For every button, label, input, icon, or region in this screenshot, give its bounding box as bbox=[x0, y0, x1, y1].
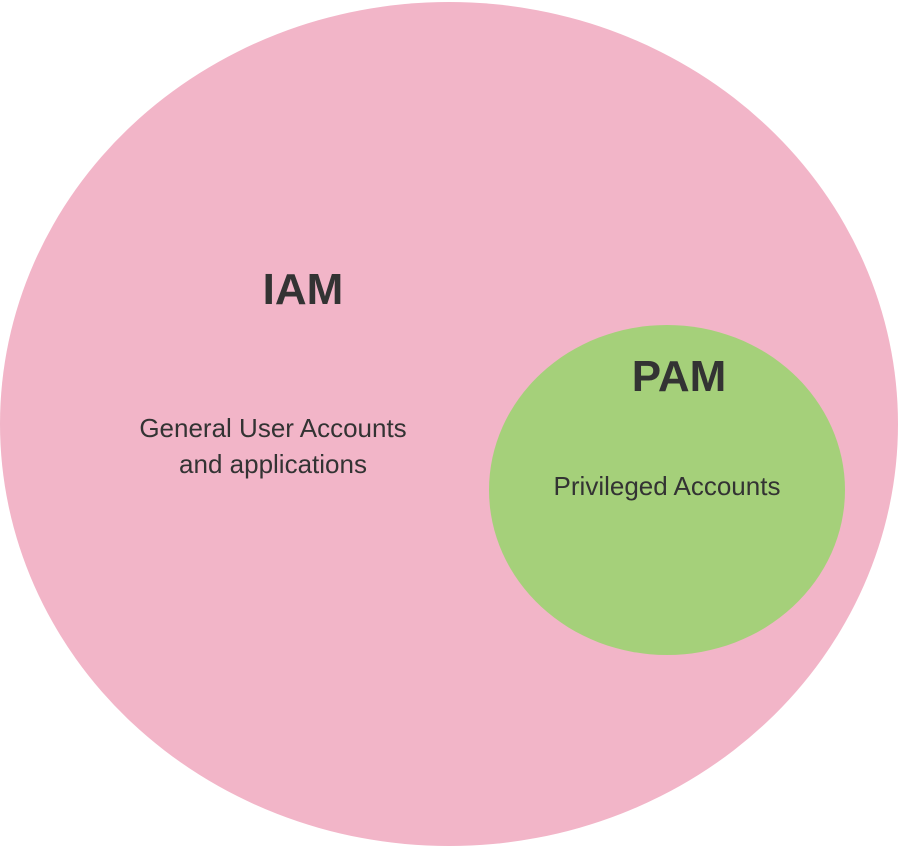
iam-description-line-2: and applications bbox=[179, 449, 367, 479]
pam-circle bbox=[489, 325, 845, 655]
iam-description: General User Accounts and applications bbox=[139, 410, 406, 482]
iam-description-line-1: General User Accounts bbox=[139, 413, 407, 443]
pam-title: PAM bbox=[631, 352, 727, 401]
iam-title: IAM bbox=[262, 265, 344, 314]
pam-description: Privileged Accounts bbox=[553, 471, 781, 501]
